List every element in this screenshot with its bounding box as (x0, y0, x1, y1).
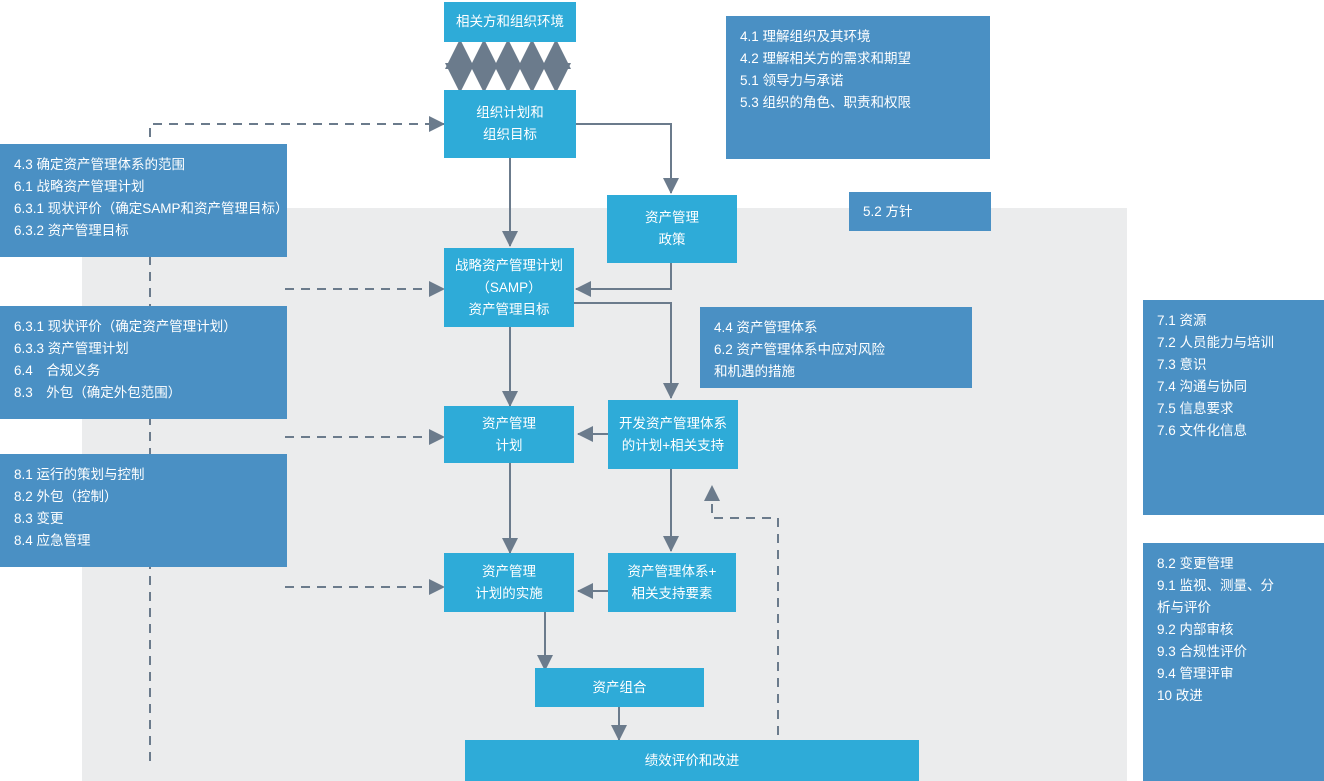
note-left-top-line-4: 6.3.2 资产管理目标 (14, 223, 129, 238)
edge-samp-developplan (574, 302, 679, 399)
note-right-top[interactable]: 7.1 资源 7.2 人员能力与培训 7.3 意识 7.4 沟通与协同 7.5 … (1143, 300, 1324, 515)
node-am-plan-line-1: 资产管理 (482, 415, 536, 431)
node-am-plan-line-2: 计划 (495, 437, 523, 453)
note-left-mid-line-1: 6.3.1 现状评价（确定资产管理计划） (14, 319, 237, 334)
node-ams-support-line-1: 资产管理体系+ (627, 563, 717, 579)
note-right-top-line-6: 7.6 文件化信息 (1157, 423, 1248, 438)
note-left-mid-line-2: 6.3.3 资产管理计划 (14, 341, 129, 356)
node-ams-support-line-2: 相关支持要素 (631, 585, 713, 601)
note-left-mid-line-3: 6.4 合规义务 (14, 363, 101, 378)
note-top-right-line-3: 5.1 领导力与承诺 (740, 73, 844, 88)
node-implementation-line-1: 资产管理 (482, 563, 536, 579)
node-org-plan[interactable]: 组织计划和 组织目标 (444, 90, 576, 158)
note-right-bottom-line-6: 9.4 管理评审 (1157, 666, 1234, 681)
note-top-right[interactable]: 4.1 理解组织及其环境 4.2 理解相关方的需求和期望 5.1 领导力与承诺 … (726, 16, 990, 159)
note-left-bottom-line-2: 8.2 外包（控制） (14, 489, 118, 504)
note-right-top-line-1: 7.1 资源 (1157, 313, 1207, 328)
node-org-plan-line-2: 组织目标 (483, 127, 537, 142)
node-develop-plan-line-1: 开发资产管理体系 (619, 415, 727, 431)
node-asset-portfolio[interactable]: 资产组合 (535, 668, 704, 707)
node-asset-portfolio-line-1: 资产组合 (592, 679, 647, 695)
node-develop-plan-line-2: 的计划+相关支持 (621, 437, 725, 453)
edge-orgplan-policy (574, 123, 679, 194)
node-develop-plan[interactable]: 开发资产管理体系 的计划+相关支持 (608, 400, 738, 469)
node-am-plan[interactable]: 资产管理 计划 (444, 406, 574, 463)
node-implementation[interactable]: 资产管理 计划的实施 (444, 553, 574, 612)
node-samp-line-1: 战略资产管理计划 (455, 257, 563, 273)
note-right-bottom-line-2: 9.1 监视、测量、分 (1157, 578, 1275, 593)
note-center-right-line-2: 6.2 资产管理体系中应对风险 (714, 342, 886, 357)
node-performance-evaluation[interactable]: 绩效评价和改进 (465, 740, 919, 781)
note-left-bottom-line-1: 8.1 运行的策划与控制 (14, 467, 145, 482)
node-implementation-line-2: 计划的实施 (475, 585, 543, 601)
note-right-bottom-line-1: 8.2 变更管理 (1157, 556, 1234, 571)
node-am-policy-line-1: 资产管理 (645, 210, 699, 225)
note-left-bottom-line-4: 8.4 应急管理 (14, 533, 91, 548)
note-left-top-line-1: 4.3 确定资产管理体系的范围 (14, 157, 186, 172)
note-right-bottom-line-4: 9.2 内部审核 (1157, 622, 1234, 637)
note-left-top-line-2: 6.1 战略资产管理计划 (14, 179, 145, 194)
note-policy-52-label: 5.2 方针 (863, 203, 913, 219)
node-samp-line-3: 资产管理目标 (468, 301, 550, 317)
node-performance-evaluation-line-1: 绩效评价和改进 (644, 752, 740, 768)
note-right-top-line-4: 7.4 沟通与协同 (1157, 379, 1248, 394)
note-left-mid-line-4: 8.3 外包（确定外包范围） (14, 385, 182, 400)
note-top-right-line-1: 4.1 理解组织及其环境 (740, 29, 871, 44)
note-right-bottom-line-5: 9.3 合规性评价 (1157, 644, 1248, 659)
note-right-bottom-line-7: 10 改进 (1157, 688, 1203, 703)
node-ams-support[interactable]: 资产管理体系+ 相关支持要素 (608, 553, 736, 612)
node-am-policy-line-2: 政策 (658, 232, 686, 247)
note-right-top-line-2: 7.2 人员能力与培训 (1157, 335, 1275, 350)
edge-policy-samp (575, 263, 672, 297)
note-right-top-line-5: 7.5 信息要求 (1157, 401, 1234, 416)
note-right-bottom[interactable]: 8.2 变更管理 9.1 监视、测量、分 析与评价 9.2 内部审核 9.3 合… (1143, 543, 1324, 781)
note-left-top-line-3: 6.3.1 现状评价（确定SAMP和资产管理目标） (14, 201, 289, 216)
note-left-bottom-line-3: 8.3 变更 (14, 511, 64, 526)
note-center-right-line-1: 4.4 资产管理体系 (714, 320, 818, 335)
note-center-right-line-3: 和机遇的措施 (714, 364, 795, 379)
node-stakeholders[interactable]: 相关方和组织环境 (444, 2, 576, 42)
node-stakeholders-line-1: 相关方和组织环境 (456, 14, 564, 29)
node-samp-line-2: （SAMP） (476, 279, 542, 295)
node-org-plan-line-1: 组织计划和 (476, 105, 544, 120)
note-right-top-line-3: 7.3 意识 (1157, 357, 1207, 372)
note-top-right-line-4: 5.3 组织的角色、职责和权限 (740, 95, 912, 110)
note-top-right-line-2: 4.2 理解相关方的需求和期望 (740, 51, 912, 66)
note-center-right[interactable]: 4.4 资产管理体系 6.2 资产管理体系中应对风险 和机遇的措施 (700, 307, 972, 388)
bidirectional-arrows (445, 39, 571, 93)
node-samp[interactable]: 战略资产管理计划 （SAMP） 资产管理目标 (444, 248, 574, 327)
note-right-bottom-line-3: 析与评价 (1157, 600, 1211, 615)
node-am-policy[interactable]: 资产管理 政策 (607, 195, 737, 263)
note-policy-52[interactable]: 5.2 方针 (849, 192, 991, 231)
note-left-mid[interactable]: 6.3.1 现状评价（确定资产管理计划） 6.3.3 资产管理计划 6.4 合规… (0, 306, 287, 419)
note-left-top[interactable]: 4.3 确定资产管理体系的范围 6.1 战略资产管理计划 6.3.1 现状评价（… (0, 144, 289, 257)
note-left-bottom[interactable]: 8.1 运行的策划与控制 8.2 外包（控制） 8.3 变更 8.4 应急管理 (0, 454, 287, 567)
